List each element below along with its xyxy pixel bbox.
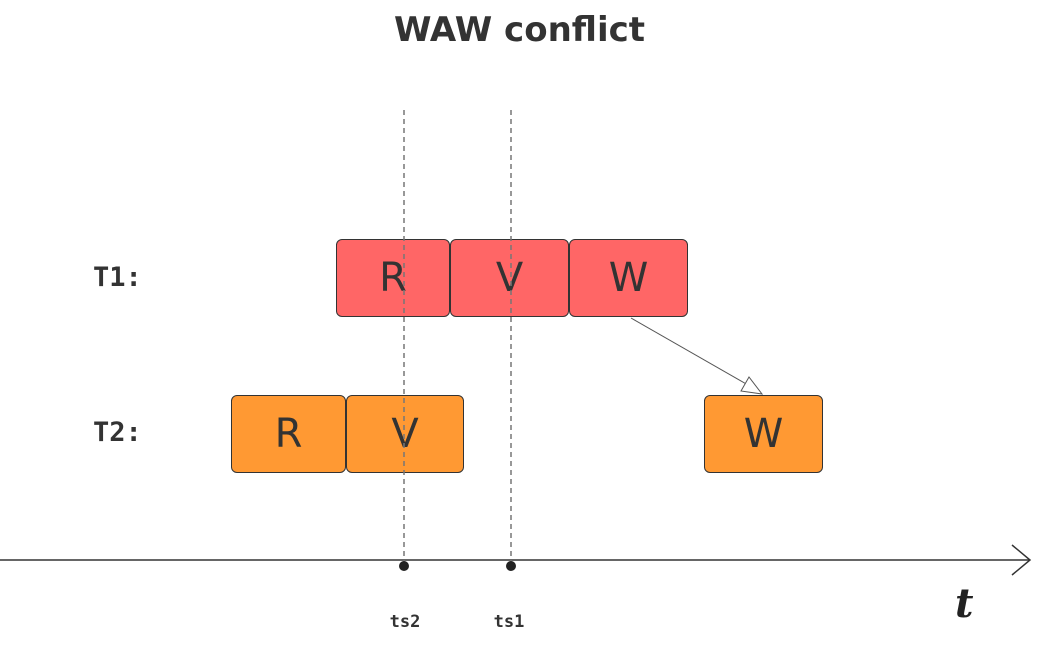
ts1-label: ts1 [493, 612, 525, 632]
row-label-t1: T1: [93, 262, 142, 293]
t2-box-w: W [704, 395, 823, 473]
time-axis-label: t [955, 580, 974, 627]
row-label-t2: T2: [93, 417, 142, 448]
ts2-label: ts2 [389, 612, 421, 632]
dependency-arrow [630, 317, 749, 386]
t1-box-v: V [450, 239, 569, 317]
t1-box-w: W [569, 239, 688, 317]
time-axis-arrowhead [1011, 544, 1032, 576]
diagram-title: WAW conflict [393, 10, 646, 50]
dependency-arrowhead [740, 376, 764, 395]
t1-box-r: R [336, 239, 450, 317]
ts1-point [506, 561, 516, 571]
t2-box-r: R [231, 395, 346, 473]
t2-box-v: V [346, 395, 464, 473]
ts2-point [399, 561, 409, 571]
